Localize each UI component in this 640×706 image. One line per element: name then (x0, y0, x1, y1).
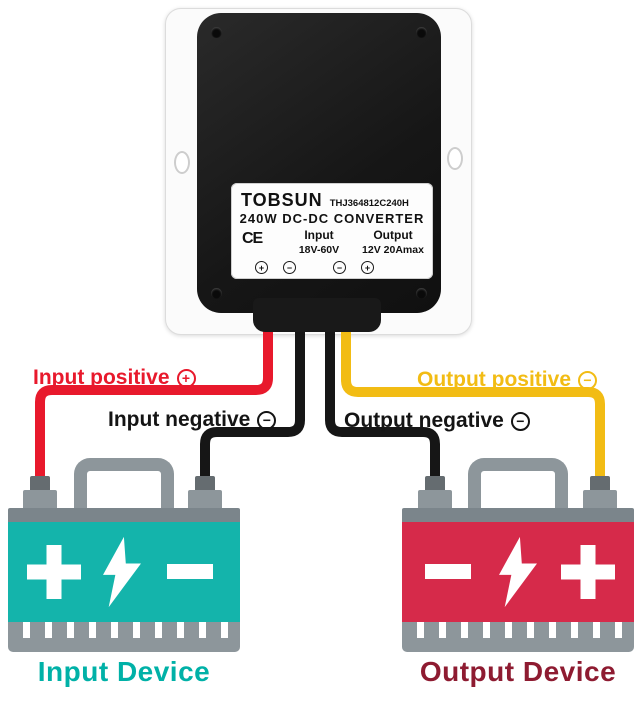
mounting-hole-left (174, 151, 190, 174)
output-negative-text: Output negative (344, 409, 504, 432)
converter-title: 240W DC-DC CONVERTER (239, 211, 425, 226)
battery-terminal-post (583, 490, 617, 510)
input-negative-label: Input negative − (108, 408, 277, 432)
input-positive-wire (35, 320, 273, 490)
output-negative-wire (325, 320, 440, 490)
screw-icon (211, 27, 222, 38)
minus-symbol (425, 564, 471, 579)
circled-minus-icon: − (578, 370, 597, 390)
battery-handle (74, 458, 174, 508)
battery-terminal-post (23, 490, 57, 510)
output-positive-wire (341, 320, 605, 490)
battery-top (402, 508, 634, 522)
terminal-polarity-mark: + (361, 261, 374, 274)
output-positive-label: Output positive − (417, 368, 597, 392)
battery-base (402, 638, 634, 652)
battery-terminal-cap (425, 476, 445, 492)
converter-body: TOBSUN THJ364812C240H 240W DC-DC CONVERT… (197, 13, 441, 313)
terminal-polarity-mark: + (255, 261, 268, 274)
circled-minus-icon: − (257, 410, 277, 430)
terminal-polarity-mark: − (333, 261, 346, 274)
battery-terminal-cap (195, 476, 215, 492)
circled-minus-icon: − (510, 411, 530, 431)
wire-outlet (253, 298, 381, 332)
brand-name: TOBSUN (241, 190, 323, 210)
battery-terminal-cap (590, 476, 610, 492)
plus-symbol (27, 545, 81, 599)
output-positive-text: Output positive (417, 368, 571, 391)
screw-icon (416, 288, 427, 299)
battery-base (8, 638, 240, 652)
output-spec: 12V 20Amax (362, 244, 424, 256)
input-positive-text: Input positive (33, 366, 170, 389)
battery-handle (468, 458, 568, 508)
input-positive-label: Input positive + (33, 366, 196, 390)
brand-row: TOBSUN THJ364812C240H (241, 190, 409, 211)
model-number: THJ364812C240H (329, 198, 409, 209)
plus-symbol (561, 545, 615, 599)
output-negative-label: Output negative − (344, 409, 530, 433)
screw-icon (211, 288, 222, 299)
minus-symbol (167, 564, 213, 579)
input-negative-text: Input negative (108, 408, 251, 431)
battery-terminal-post (188, 490, 222, 510)
lightning-icon (499, 536, 537, 608)
lightning-icon (103, 536, 141, 608)
battery-terminal-cap (30, 476, 50, 492)
screw-icon (416, 27, 427, 38)
battery-terminal-post (418, 490, 452, 510)
converter-mounting-plate: TOBSUN THJ364812C240H 240W DC-DC CONVERT… (165, 8, 472, 335)
circled-plus-icon: + (176, 368, 196, 388)
battery-base-ribs (402, 622, 634, 638)
input-spec: 18V-60V (298, 244, 340, 256)
terminal-polarity-mark: − (283, 261, 296, 274)
input-device-battery: Input Device (8, 456, 240, 706)
output-device-battery: Output Device (402, 456, 634, 706)
converter-spec-label: TOBSUN THJ364812C240H 240W DC-DC CONVERT… (231, 183, 433, 279)
input-device-label: Input Device (37, 656, 211, 687)
battery-top (8, 508, 240, 522)
mounting-hole-right (447, 147, 463, 170)
battery-base-ribs (8, 622, 240, 638)
ce-mark: CE (242, 230, 263, 247)
input-negative-wire (200, 320, 305, 490)
output-device-label: Output Device (419, 656, 617, 687)
output-header: Output (373, 228, 413, 242)
input-header: Input (304, 228, 334, 242)
